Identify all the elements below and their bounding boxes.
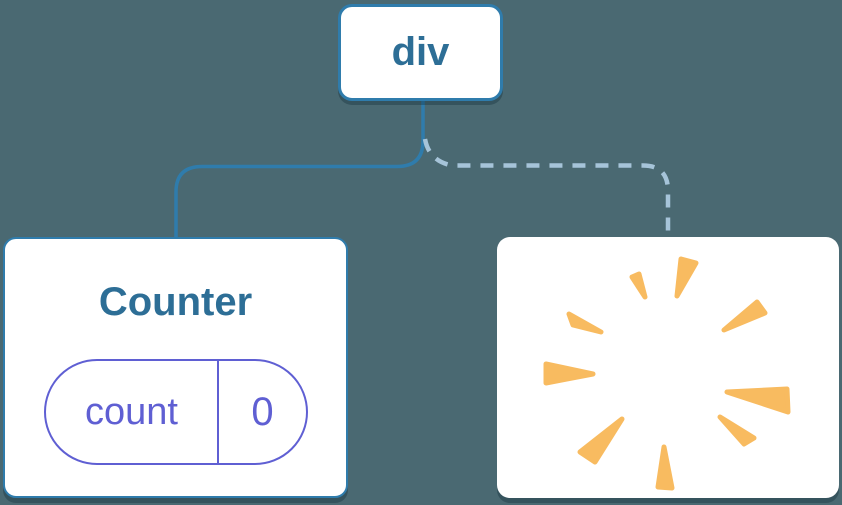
poof-ray: [566, 311, 604, 335]
root-node-div: div: [338, 4, 503, 101]
component-title: Counter: [98, 280, 253, 324]
poof-ray: [674, 256, 699, 299]
state-value-label: 0: [251, 389, 274, 434]
poof-ray: [655, 444, 675, 491]
pill-divider: [217, 361, 219, 463]
poof-ray: [717, 414, 757, 447]
dashed-connector-line: [422, 138, 671, 239]
root-node-label: div: [391, 30, 450, 74]
poof-ray: [543, 361, 596, 386]
solid-connector-line: [174, 99, 425, 239]
state-key-label: count: [85, 390, 178, 433]
poof-starburst-icon: [543, 256, 791, 491]
poof-ray: [724, 386, 791, 415]
state-pill: count 0: [44, 359, 308, 465]
destroyed-component-card: [497, 237, 839, 498]
poof-ray: [629, 271, 648, 300]
poof-ray: [721, 299, 768, 333]
poof-ray: [577, 416, 625, 465]
counter-component-card: Counter count 0: [3, 237, 348, 498]
